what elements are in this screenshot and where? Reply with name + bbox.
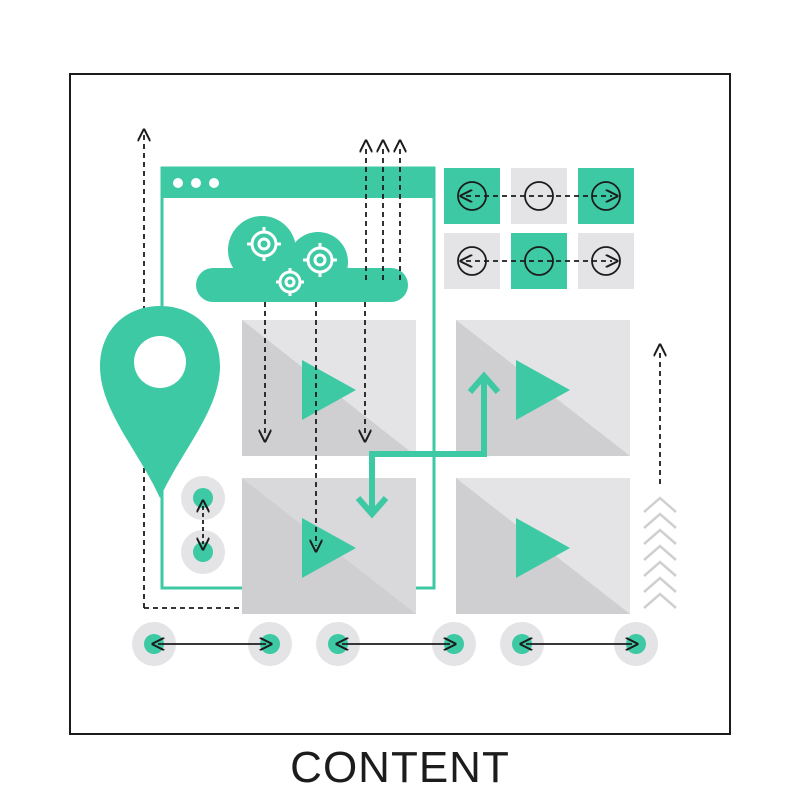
horizontal-nav-control-1 (132, 622, 292, 666)
map-pin-icon (100, 306, 220, 498)
flow-arrow (355, 371, 501, 519)
video-panel-bottom-left (242, 478, 416, 614)
caption-title: CONTENT (290, 743, 510, 792)
vertical-nav-control (181, 476, 225, 574)
video-panel-top-left (242, 320, 416, 456)
download-dashed-arrows (265, 302, 365, 546)
play-icon (302, 518, 356, 578)
horizontal-nav-control-2 (316, 622, 476, 666)
cloud-gears-icon (196, 216, 408, 302)
play-icon (516, 360, 570, 420)
chevron-stack-icon (643, 496, 677, 609)
play-icon (516, 518, 570, 578)
upload-dashed-arrows (366, 146, 400, 280)
horizontal-nav-control-3 (500, 622, 658, 666)
video-panel-bottom-right (456, 478, 630, 614)
carousel-grid (444, 168, 634, 289)
